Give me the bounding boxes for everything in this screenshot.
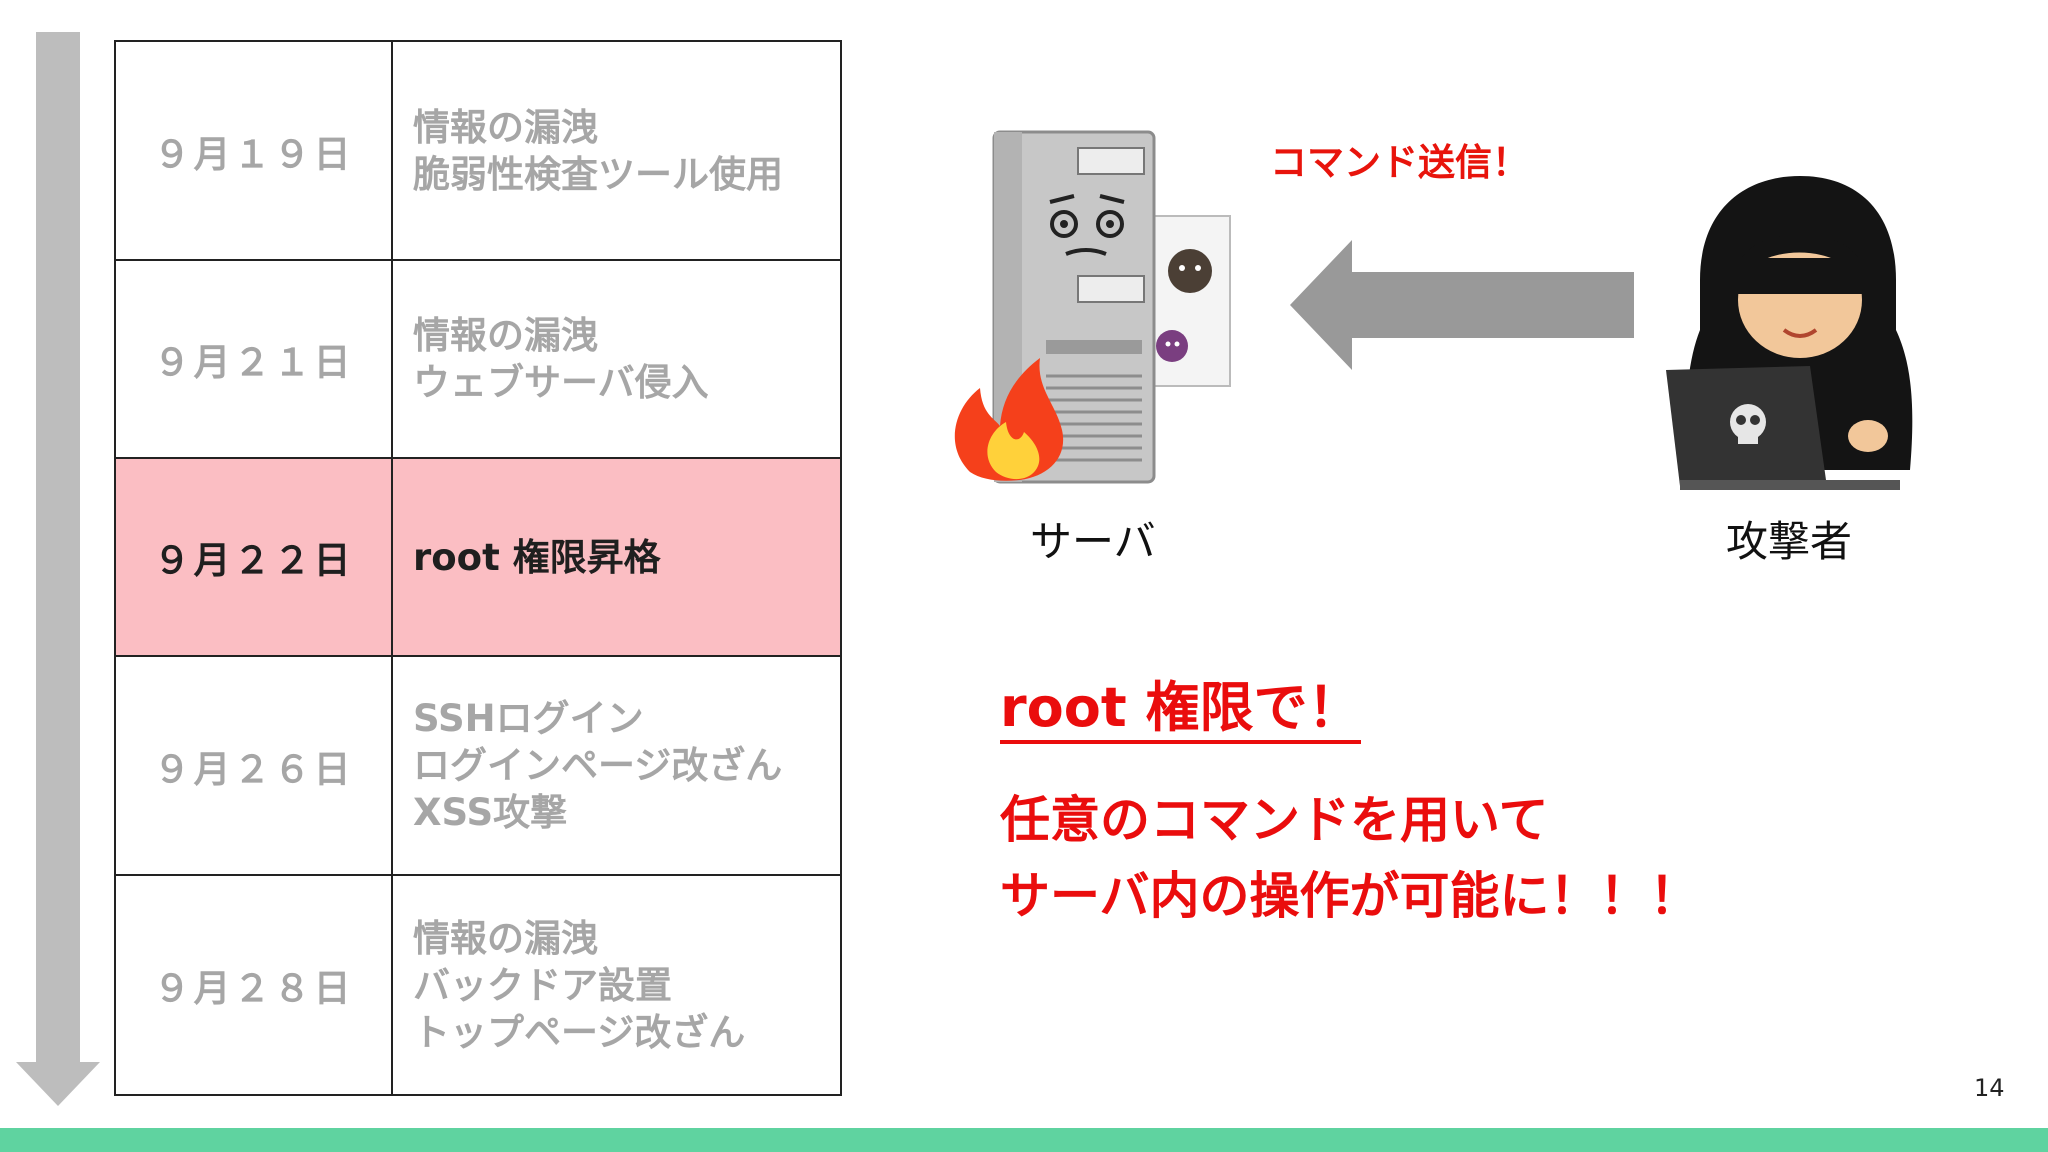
root-privilege-heading: root 権限で！ [1000, 676, 1362, 744]
event-line: 情報の漏洩 [413, 314, 598, 357]
timeline-date: ９月２６日 [114, 655, 393, 876]
event-line: SSHログイン [413, 697, 644, 740]
timeline-event: 情報の漏洩 バックドア設置 トップページ改ざん [391, 874, 842, 1096]
command-arrow-icon [1290, 240, 1634, 370]
timeline-date: ９月２８日 [114, 874, 393, 1096]
timeline-date: ９月２１日 [114, 259, 393, 459]
message-line-1: 任意のコマンドを用いて [1000, 791, 1549, 849]
timeline-row: ９月２６日 SSHログイン ログインページ改ざん XSS攻撃 [114, 655, 842, 876]
timeline-arrow-head-icon [16, 1062, 100, 1106]
timeline-date: ９月１９日 [114, 40, 393, 261]
timeline-arrow-shaft [36, 32, 80, 1070]
page-number: 14 [1974, 1074, 2005, 1102]
event-line: ウェブサーバ侵入 [413, 361, 709, 404]
event-line: 情報の漏洩 [413, 916, 598, 960]
server-label: サーバ [1030, 518, 1156, 565]
hacker-illustration [1666, 176, 1913, 490]
event-line: 脆弱性検査ツール使用 [413, 152, 783, 196]
command-send-label: コマンド送信！ [1270, 141, 1529, 184]
timeline-event: 情報の漏洩 ウェブサーバ侵入 [391, 259, 842, 459]
timeline-row-highlighted: ９月２２日 root 権限昇格 [114, 457, 842, 657]
attacker-label: 攻撃者 [1726, 518, 1853, 565]
timeline-event: SSHログイン ログインページ改ざん XSS攻撃 [391, 655, 842, 876]
event-line: XSS攻撃 [413, 791, 568, 834]
timeline-event: 情報の漏洩 脆弱性検査ツール使用 [391, 40, 842, 261]
event-line: ログインページ改ざん [413, 744, 783, 787]
event-line: バックドア設置 [413, 963, 672, 1007]
server-illustration [954, 130, 1231, 484]
event-line: トップページ改ざん [413, 1010, 746, 1054]
message-line-2: サーバ内の操作が可能に！！！ [1000, 867, 1700, 925]
timeline-event: root 権限昇格 [391, 457, 842, 657]
timeline-row: ９月２１日 情報の漏洩 ウェブサーバ侵入 [114, 259, 842, 459]
event-line: root 権限昇格 [413, 535, 661, 579]
event-line: 情報の漏洩 [413, 105, 598, 149]
timeline-date: ９月２２日 [114, 457, 393, 657]
timeline-row: ９月１９日 情報の漏洩 脆弱性検査ツール使用 [114, 40, 842, 261]
timeline-row: ９月２８日 情報の漏洩 バックドア設置 トップページ改ざん [114, 874, 842, 1096]
timeline-table: ９月１９日 情報の漏洩 脆弱性検査ツール使用 ９月２１日 情報の漏洩 ウェブサー… [114, 40, 842, 1096]
footer-bar [0, 1128, 2048, 1152]
